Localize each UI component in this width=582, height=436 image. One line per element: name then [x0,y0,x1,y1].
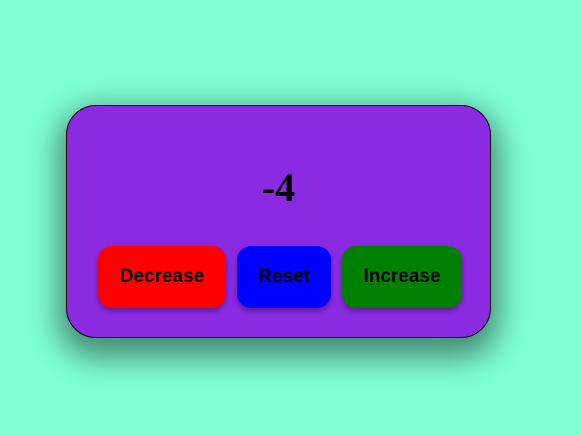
reset-button[interactable]: Reset [237,246,331,308]
counter-card: -4 Decrease Reset Increase [66,105,491,338]
decrease-button[interactable]: Decrease [98,246,226,308]
increase-button[interactable]: Increase [342,246,462,308]
counter-value: -4 [261,165,296,210]
